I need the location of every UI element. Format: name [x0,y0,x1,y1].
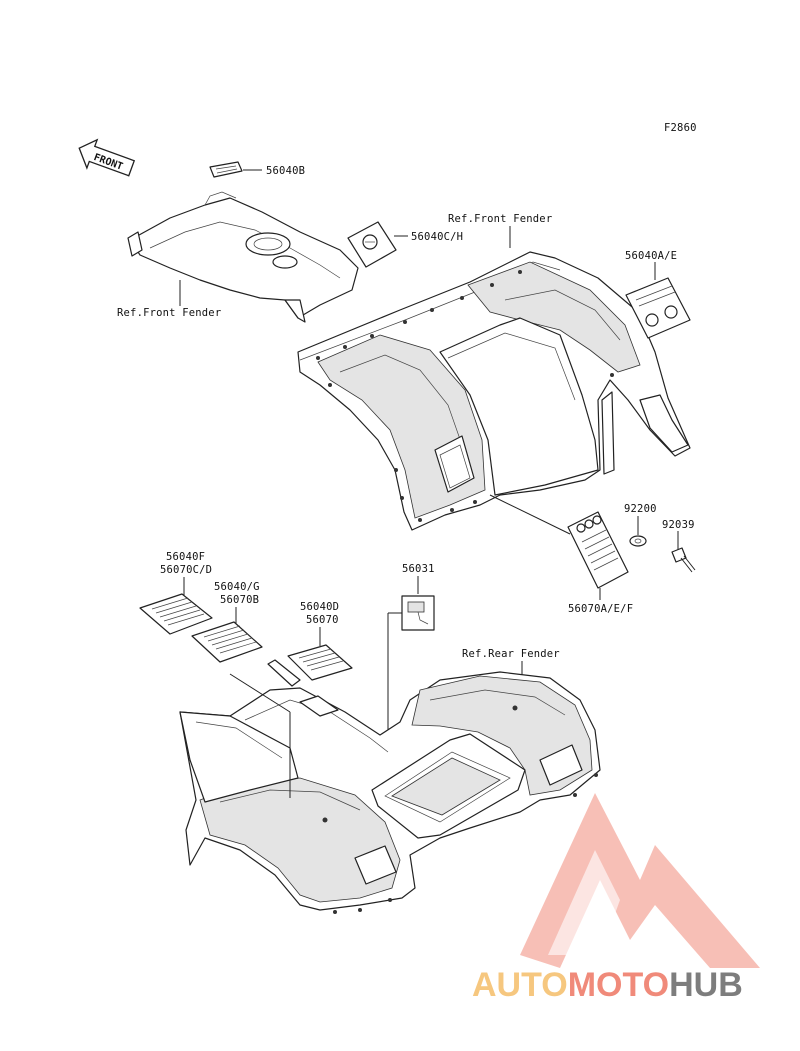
watermark-auto: AUTO [472,966,568,1004]
bolt-92039 [671,547,696,573]
label-56070aef: 56070A/E/F [568,603,633,615]
front-cover-panel [127,191,359,323]
label-56040ae: 56040A/E [625,250,677,262]
label-56070cd: 56070C/D [160,564,212,576]
watermark-moto: MOTO [568,966,669,1004]
label-56040d: 56040D [300,601,339,613]
label-56040ch: 56040C/H [411,231,463,243]
ref-rear-fender: Ref.Rear Fender [462,648,560,660]
label-92200: 92200 [624,503,657,515]
label-decal-56040f [139,593,213,635]
front-fender-body [297,251,691,531]
label-decal-56040d [287,644,353,681]
watermark-triangle-icon [520,793,760,968]
label-decal-56040ch [347,221,397,268]
label-56070b: 56070B [220,594,259,606]
watermark-text: AUTOMOTOHUB [472,966,743,1004]
label-56040g: 56040/G [214,581,260,593]
ref-front-fender-top: Ref.Front Fender [448,213,552,225]
label-92039: 92039 [662,519,695,531]
ref-front-fender-left: Ref.Front Fender [117,307,221,319]
label-56031: 56031 [402,563,435,575]
label-decal-56040b [209,161,243,178]
leader-56040g-down [229,673,291,713]
leader-56070aef-upper [489,494,571,535]
front-arrow-icon: FRONT [78,138,136,177]
label-56070: 56070 [306,614,339,626]
figure-code: F2860 [664,122,697,134]
label-decal-56070aef [567,511,629,589]
label-decal-56040ae [625,277,691,339]
rear-fender-body [179,659,601,914]
watermark-logo: AUTOMOTOHUB [472,793,760,1004]
washer-92200 [629,535,647,547]
watermark-hub: HUB [669,966,743,1004]
label-decal-56040g [191,621,263,663]
part-56031 [401,595,435,631]
label-56040f: 56040F [166,551,205,563]
label-56040b: 56040B [266,165,305,177]
